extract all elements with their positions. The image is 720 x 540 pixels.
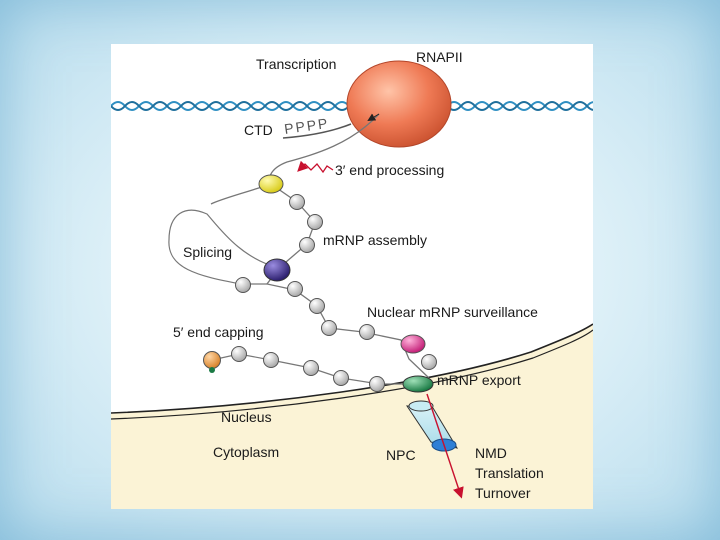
- label-rnapii: RNAPII: [416, 49, 463, 65]
- label-nmd: NMD: [475, 445, 507, 461]
- orange-cap: [203, 351, 221, 369]
- yellow-protein: [258, 174, 284, 194]
- label-turnover: Turnover: [475, 485, 531, 501]
- bead: [359, 324, 375, 340]
- mrnp-beads: [231, 194, 437, 392]
- bead: [369, 376, 385, 392]
- nuclear-envelope-outer: [111, 323, 593, 414]
- bead: [287, 281, 303, 297]
- green-protein: [402, 375, 434, 393]
- npc-pore: [406, 400, 459, 452]
- label-three-prime-end: 3′ end processing: [335, 162, 444, 178]
- label-nuclear-surveillance: Nuclear mRNP surveillance: [367, 304, 538, 320]
- label-five-prime-capping: 5′ end capping: [173, 324, 264, 340]
- processing-arrow: [297, 160, 334, 174]
- pol-to-ctd-arrow: [367, 113, 380, 122]
- splicing-loop: [168, 209, 280, 285]
- bead: [231, 346, 247, 362]
- ctd-tail: [282, 123, 352, 139]
- bead: [235, 277, 251, 293]
- label-ctd-phosphates: PPPP: [283, 115, 330, 137]
- diagram-canvas: Transcription RNAPII CTD PPPP 3′ end pro…: [111, 49, 593, 509]
- bead: [299, 237, 315, 253]
- label-splicing: Splicing: [183, 244, 232, 260]
- label-ctd: CTD: [244, 122, 273, 138]
- bead: [307, 214, 323, 230]
- bead: [263, 352, 279, 368]
- label-transcription: Transcription: [256, 56, 336, 72]
- bead: [333, 370, 349, 386]
- pink-protein: [400, 334, 426, 354]
- bead: [309, 298, 325, 314]
- export-arrow: [426, 393, 464, 499]
- mrna-lifecycle-figure: Transcription RNAPII CTD PPPP 3′ end pro…: [111, 44, 593, 509]
- purple-protein: [263, 258, 291, 282]
- label-nucleus: Nucleus: [221, 409, 272, 425]
- label-translation: Translation: [475, 465, 544, 481]
- rnapii-polymerase: [346, 60, 452, 148]
- label-mrnp-assembly: mRNP assembly: [323, 232, 427, 248]
- label-mrnp-export: mRNP export: [437, 372, 521, 388]
- bead: [421, 354, 437, 370]
- bead: [321, 320, 337, 336]
- cytoplasm-region: [111, 324, 593, 509]
- label-npc: NPC: [386, 447, 416, 463]
- nuclear-envelope-inner: [111, 329, 593, 420]
- bead: [289, 194, 305, 210]
- bead: [303, 360, 319, 376]
- label-cytoplasm: Cytoplasm: [213, 444, 279, 460]
- cap-green-dot: [209, 367, 215, 373]
